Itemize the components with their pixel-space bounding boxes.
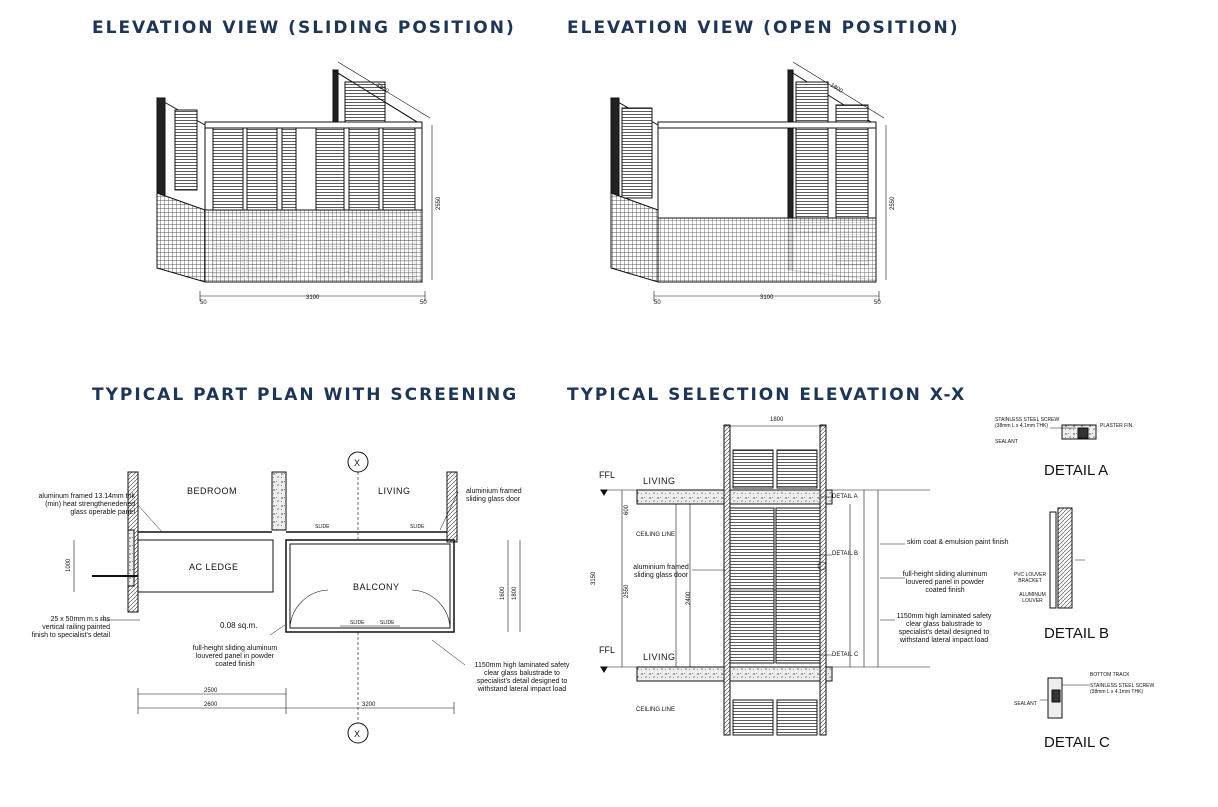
- dim-open-side: 1800: [829, 83, 844, 96]
- slide-label-3: SLIDE: [350, 620, 365, 626]
- note-railing: 25 x 50mm m.s rhs vertical railing paint…: [31, 616, 110, 639]
- room-ac-ledge: AC LEDGE: [189, 562, 239, 572]
- dim-section-3150: 3150: [591, 571, 597, 585]
- dim-section-top: 1800: [770, 417, 784, 423]
- dim-section-600: 600: [624, 504, 630, 515]
- detail-b-bracket: PVC LOUVER BRACKET: [1013, 572, 1047, 584]
- dim-sliding-width: 3100: [306, 295, 320, 301]
- dim-open-left: 50: [654, 300, 661, 306]
- note-door-plan: aluminium framed sliding glass door: [466, 488, 522, 503]
- room-living-plan: LIVING: [378, 486, 411, 496]
- detail-b-louver: ALUMINUM LOUVER: [1019, 592, 1046, 604]
- ffl-upper: FFL: [599, 470, 616, 480]
- section-living-lower: LIVING: [643, 652, 676, 662]
- detail-c-track: BOTTOM TRACK: [1090, 672, 1130, 678]
- detail-b-title: DETAIL B: [1044, 625, 1110, 642]
- dim-sliding-left: 50: [200, 300, 207, 306]
- dim-plan-2500: 2500: [204, 688, 218, 694]
- title-elevation-open: ELEVATION VIEW (OPEN POSITION): [567, 18, 960, 38]
- elevation-sliding: [156, 61, 433, 301]
- ffl-lower: FFL: [599, 645, 616, 655]
- dim-plan-1800: 1800: [512, 586, 518, 600]
- slide-label-1: SLIDE: [315, 524, 330, 530]
- detail-a-title: DETAIL A: [1044, 462, 1109, 479]
- slide-label-2: SLIDE: [410, 524, 425, 530]
- section-xx: [600, 424, 930, 736]
- dim-plan-1000: 1000: [66, 558, 72, 572]
- note-louver-plan: full-height sliding aluminum louvered pa…: [192, 645, 278, 668]
- dim-section-2400: 2400: [686, 591, 692, 605]
- dim-plan-3200: 3200: [362, 702, 376, 708]
- note-louver-section: full-height sliding aluminum louvered pa…: [902, 571, 988, 594]
- detail-c-callout: DETAIL C: [832, 652, 859, 658]
- note-glass-panel: aluminum framed 13.14mm thk (min) heat s…: [38, 493, 135, 516]
- ceiling-line-upper: CEILING LINE: [636, 532, 676, 538]
- dim-open-height: 2550: [890, 196, 896, 210]
- detail-a-callout: DETAIL A: [832, 494, 858, 500]
- section-living-upper: LIVING: [643, 476, 676, 486]
- note-balustrade-plan: 1150mm high laminated safety clear glass…: [474, 662, 570, 693]
- room-bedroom: BEDROOM: [187, 486, 238, 496]
- detail-c-sealant: SEALANT: [1014, 701, 1037, 707]
- detail-a-screw: STAINLESS STEEL SCREW (38mm L x 4.1mm TH…: [995, 417, 1060, 429]
- dim-sliding-height: 2550: [436, 196, 442, 210]
- dim-plan-1600: 1600: [500, 586, 506, 600]
- label-area: 0.08 sq.m.: [220, 621, 258, 630]
- detail-a-plaster: PLASTER FIN.: [1100, 423, 1134, 429]
- detail-a-sealant: SEALANT: [995, 439, 1018, 445]
- dim-plan-2600: 2600: [204, 702, 218, 708]
- title-section-xx: TYPICAL SELECTION ELEVATION X-X: [567, 385, 967, 405]
- room-balcony: BALCONY: [353, 582, 400, 592]
- dim-section-2550: 2550: [624, 584, 630, 598]
- note-balustrade-section: 1150mm high laminated safety clear glass…: [896, 613, 992, 644]
- note-skim-coat: skim coat & emulsion paint finish: [907, 539, 1009, 546]
- dim-sliding-right: 50: [420, 300, 427, 306]
- note-door-section: aluminium framed sliding glass door: [633, 564, 689, 579]
- slide-label-4: SLIDE: [380, 620, 395, 626]
- section-marker-bottom: X: [354, 729, 360, 739]
- dim-open-width: 3100: [760, 295, 774, 301]
- detail-c-screw: STAINLESS STEEL SCREW (38mm L x 4.1mm TH…: [1090, 683, 1155, 695]
- title-part-plan: TYPICAL PART PLAN WITH SCREENING: [92, 385, 519, 405]
- details-drawings: [1040, 424, 1097, 719]
- elevation-open: [610, 61, 887, 301]
- part-plan: [73, 451, 521, 744]
- dim-open-right: 50: [874, 300, 881, 306]
- section-marker-top: X: [354, 458, 360, 468]
- ceiling-line-lower: CEILING LINE: [636, 707, 676, 713]
- detail-c-title: DETAIL C: [1044, 734, 1110, 751]
- title-elevation-sliding: ELEVATION VIEW (SLIDING POSITION): [92, 18, 516, 38]
- detail-b-callout: DETAIL B: [832, 551, 859, 557]
